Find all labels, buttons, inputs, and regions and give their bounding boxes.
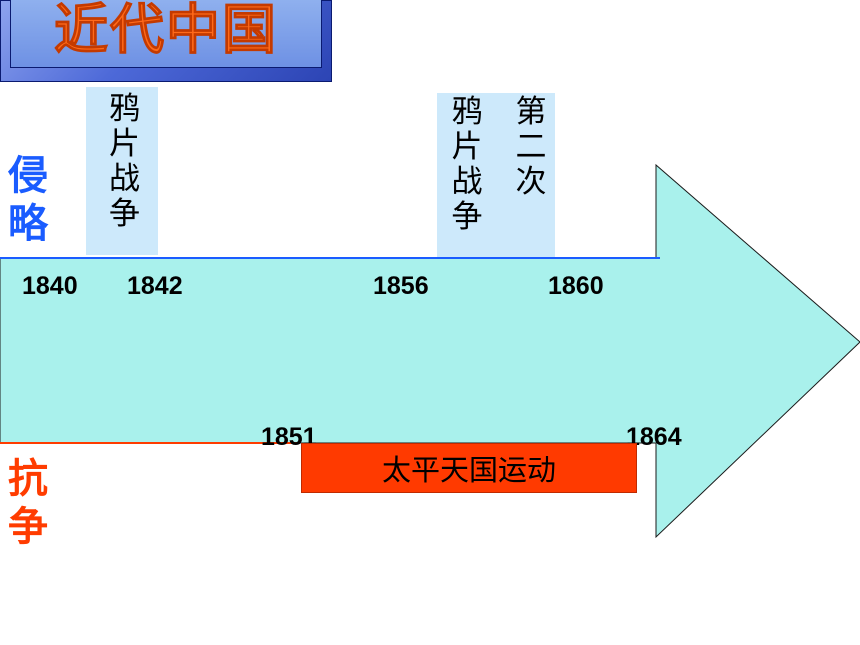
year-1860: 1860 xyxy=(548,272,604,300)
page-title: 近代中国 xyxy=(54,0,278,61)
title-panel: 近代中国 xyxy=(10,0,322,68)
event-taiping-text: 太平天国运动 xyxy=(381,453,556,487)
event-taiping: 太平天国运动 xyxy=(301,443,637,493)
year-1842: 1842 xyxy=(127,272,183,300)
event-second-opium-war: 第二次 鸦片战争 xyxy=(437,93,555,257)
resistance-label: 抗争 xyxy=(8,456,48,550)
invasion-label: 侵略 xyxy=(8,153,48,247)
year-1856: 1856 xyxy=(373,272,429,300)
year-1840: 1840 xyxy=(22,272,78,300)
event-opium-war: 鸦片战争 xyxy=(86,87,158,255)
event-opium-war-text: 鸦片战争 xyxy=(109,91,140,232)
event-second-opium-war-line1: 第二次 xyxy=(515,94,547,200)
timeline-arrow xyxy=(0,163,860,539)
event-second-opium-war-line2: 鸦片战争 xyxy=(451,94,483,235)
